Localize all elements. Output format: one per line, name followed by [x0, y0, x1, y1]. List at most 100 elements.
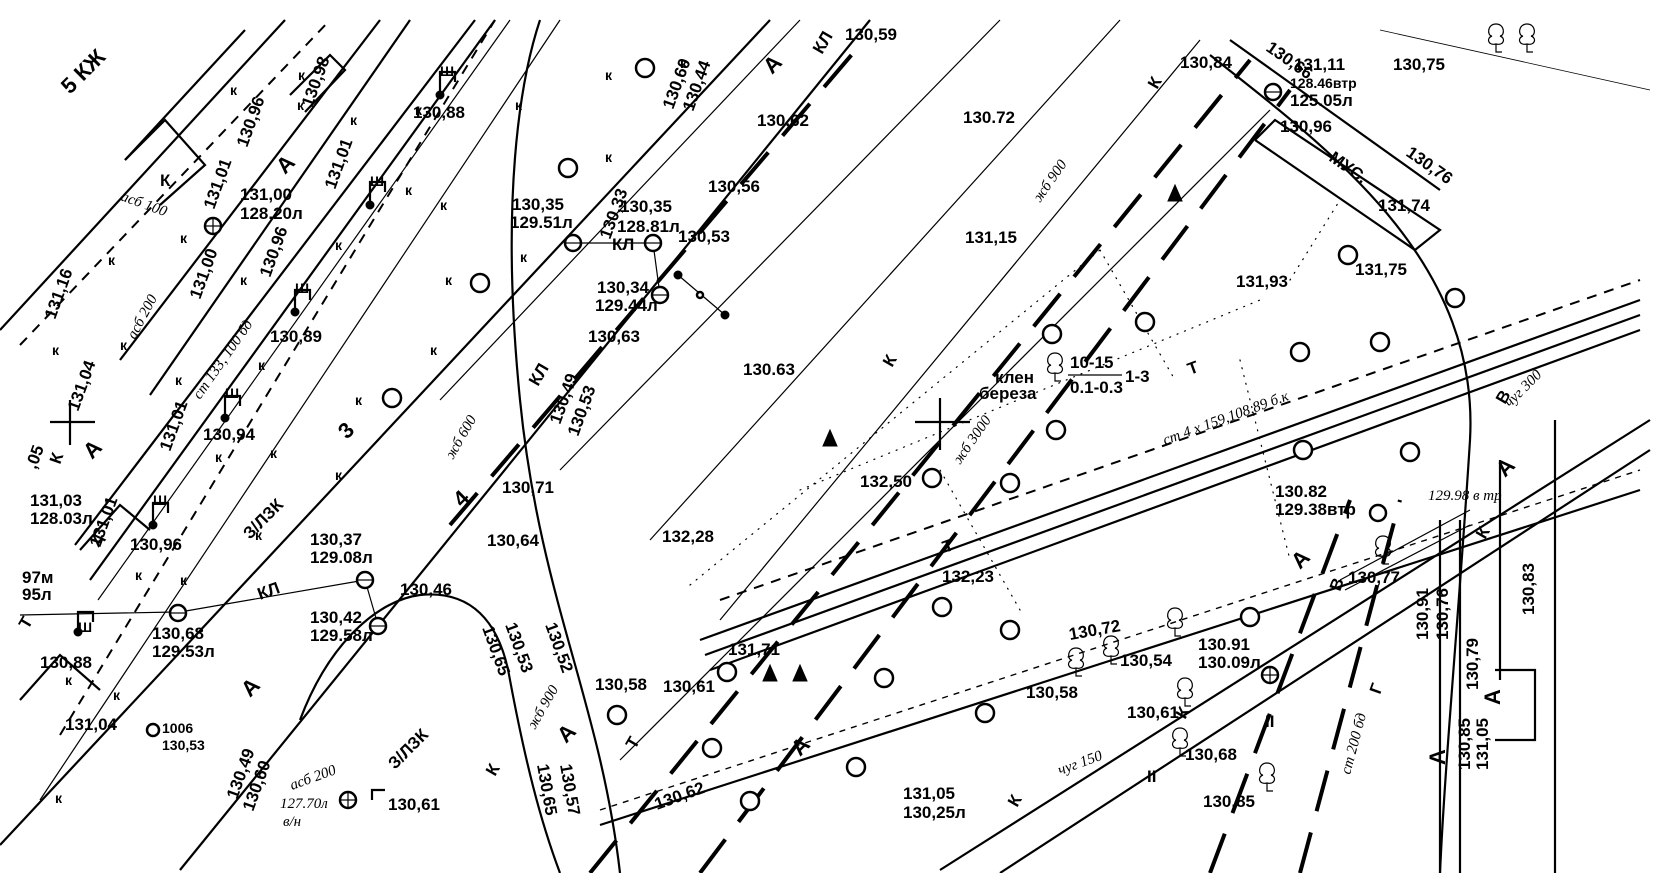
text_labels-label: К	[482, 760, 504, 779]
text_labels-label: К	[879, 351, 901, 370]
italic_labels-label: жб 900	[1030, 157, 1071, 206]
elevations-label: 131,00	[186, 246, 222, 301]
text_labels-label: Г	[1366, 680, 1387, 696]
elevations-label: 131,05	[903, 784, 955, 803]
elevations-label: 131,74	[1378, 196, 1431, 215]
elevations-label: 130,58	[595, 675, 647, 694]
italic_labels-label: 127.70л	[280, 796, 328, 812]
elevations-label: ,05	[22, 443, 48, 472]
shrub-mark: к	[180, 230, 188, 246]
elevations-label: 130,72	[1067, 616, 1122, 644]
italic_labels-label: чуг 150	[1056, 748, 1105, 779]
text_labels-label: 1006	[162, 720, 193, 736]
shrub-mark: к	[175, 372, 183, 388]
elevations-label: 130,62	[757, 111, 809, 130]
elevations-label: 131,04	[64, 357, 100, 413]
elevations-label: 125.05л	[1290, 91, 1353, 110]
elevations-label: 130,96	[256, 224, 292, 279]
italic_labels-label: асб 100	[119, 189, 170, 221]
elevations-label: 130,96	[233, 94, 269, 149]
linework	[0, 19, 1651, 873]
text_labels-label: А	[1480, 689, 1505, 705]
elevations-label: 130,25л	[903, 803, 966, 822]
elevations-label: 130.09л	[1198, 653, 1261, 672]
text_labels-label: А	[1491, 453, 1520, 482]
elevations-label: 130.72	[963, 108, 1015, 127]
shrub-mark: к	[297, 97, 305, 113]
italic_labels-label: в/н	[283, 814, 301, 830]
shrub-mark: к	[215, 449, 223, 465]
text_labels-label: 0.1-0.3	[1070, 378, 1123, 397]
text_labels-label: К	[46, 450, 68, 467]
elevations-label: 132,23	[942, 567, 994, 586]
deciduous-tree-icon	[1487, 23, 1505, 53]
shrub-mark: к	[52, 342, 60, 358]
italic_labels-label: асб 200	[124, 292, 161, 342]
elevations-label: 130,68	[152, 624, 204, 643]
elevations-label: 128.46втр	[1290, 75, 1357, 91]
elevations-label: 130,71	[502, 478, 554, 497]
elevations-label: 130,89	[270, 327, 322, 346]
elevations-label: 130,56	[708, 177, 760, 196]
elevations-label: 128.03л	[30, 509, 93, 528]
elevations-label: 130,61	[663, 677, 715, 696]
elevations-label: 130,42	[310, 608, 362, 627]
deciduous-tree-icon	[1102, 635, 1120, 665]
elevations-label: 130,64	[487, 531, 540, 550]
text_labels-label: К	[1004, 791, 1026, 810]
elevations-label: 97м	[22, 568, 54, 587]
elevations-label: 130,34	[597, 278, 650, 297]
shrub-mark: к	[108, 252, 116, 268]
italic_labels-label: 129.98 в тр	[1428, 488, 1502, 504]
elevations-label: 130,46	[400, 580, 452, 599]
tree-circles	[381, 57, 1466, 812]
elevations-label: 131,01	[156, 398, 192, 453]
text_labels-label: Ш	[295, 280, 309, 296]
deciduous-tree-icon	[1171, 727, 1189, 757]
elevations-label: 131,03	[30, 491, 82, 510]
text_labels-label: КЛ	[525, 360, 553, 389]
direction-arrow-icon	[762, 663, 778, 682]
text_labels-label: Ш	[440, 63, 454, 79]
elevations-label: 129.58л	[310, 626, 373, 645]
elevations-label: 130,35	[512, 195, 564, 214]
elevations-label: 130,91	[1413, 588, 1432, 640]
elevations-label: 130,88	[413, 103, 465, 122]
shrub-mark: к	[270, 445, 278, 461]
text_labels-label: 5 КЖ	[56, 44, 110, 98]
elevations-label: 130.63	[743, 360, 795, 379]
elevations-label: 131,15	[965, 228, 1017, 247]
deciduous-tree-icon	[1258, 762, 1276, 792]
shrub-mark: к	[680, 55, 688, 71]
elevations-label: 130,96	[130, 535, 182, 554]
elevations-label: 130,85	[1455, 718, 1474, 770]
elevations-label: 131,16	[41, 266, 77, 321]
shrub-mark: к	[335, 237, 343, 253]
shrub-mark: к	[113, 687, 121, 703]
elevations-label: 128.20л	[240, 204, 303, 223]
shrub-mark: к	[258, 357, 266, 373]
elevations-label: 130,84	[1180, 53, 1233, 72]
elevations-label: 130,79	[1463, 638, 1482, 690]
shrub-mark: к	[415, 102, 423, 118]
shrub-mark: к	[515, 97, 523, 113]
elevations-label: 128.81л	[617, 217, 680, 236]
elevations-label: 130,37	[310, 530, 362, 549]
shrub-mark: к	[120, 337, 128, 353]
elevations-label: 130,35	[620, 197, 672, 216]
shrub-mark: к	[405, 182, 413, 198]
elevations-label: 131,05	[1473, 718, 1492, 770]
text_labels-label: А	[78, 435, 107, 464]
text_labels-label: Ш	[370, 173, 384, 189]
elevations-label: 95л	[22, 585, 52, 604]
shrub-mark: к	[65, 672, 73, 688]
deciduous-tree-icon	[1374, 535, 1392, 565]
deciduous-tree-icon	[1166, 607, 1184, 637]
shrub-mark: к	[350, 112, 358, 128]
text_labels-label: А	[271, 150, 300, 179]
elevations-label: 129.08л	[310, 548, 373, 567]
italic_labels-label: асб 200	[288, 762, 339, 794]
text_labels-label: К	[160, 171, 171, 190]
